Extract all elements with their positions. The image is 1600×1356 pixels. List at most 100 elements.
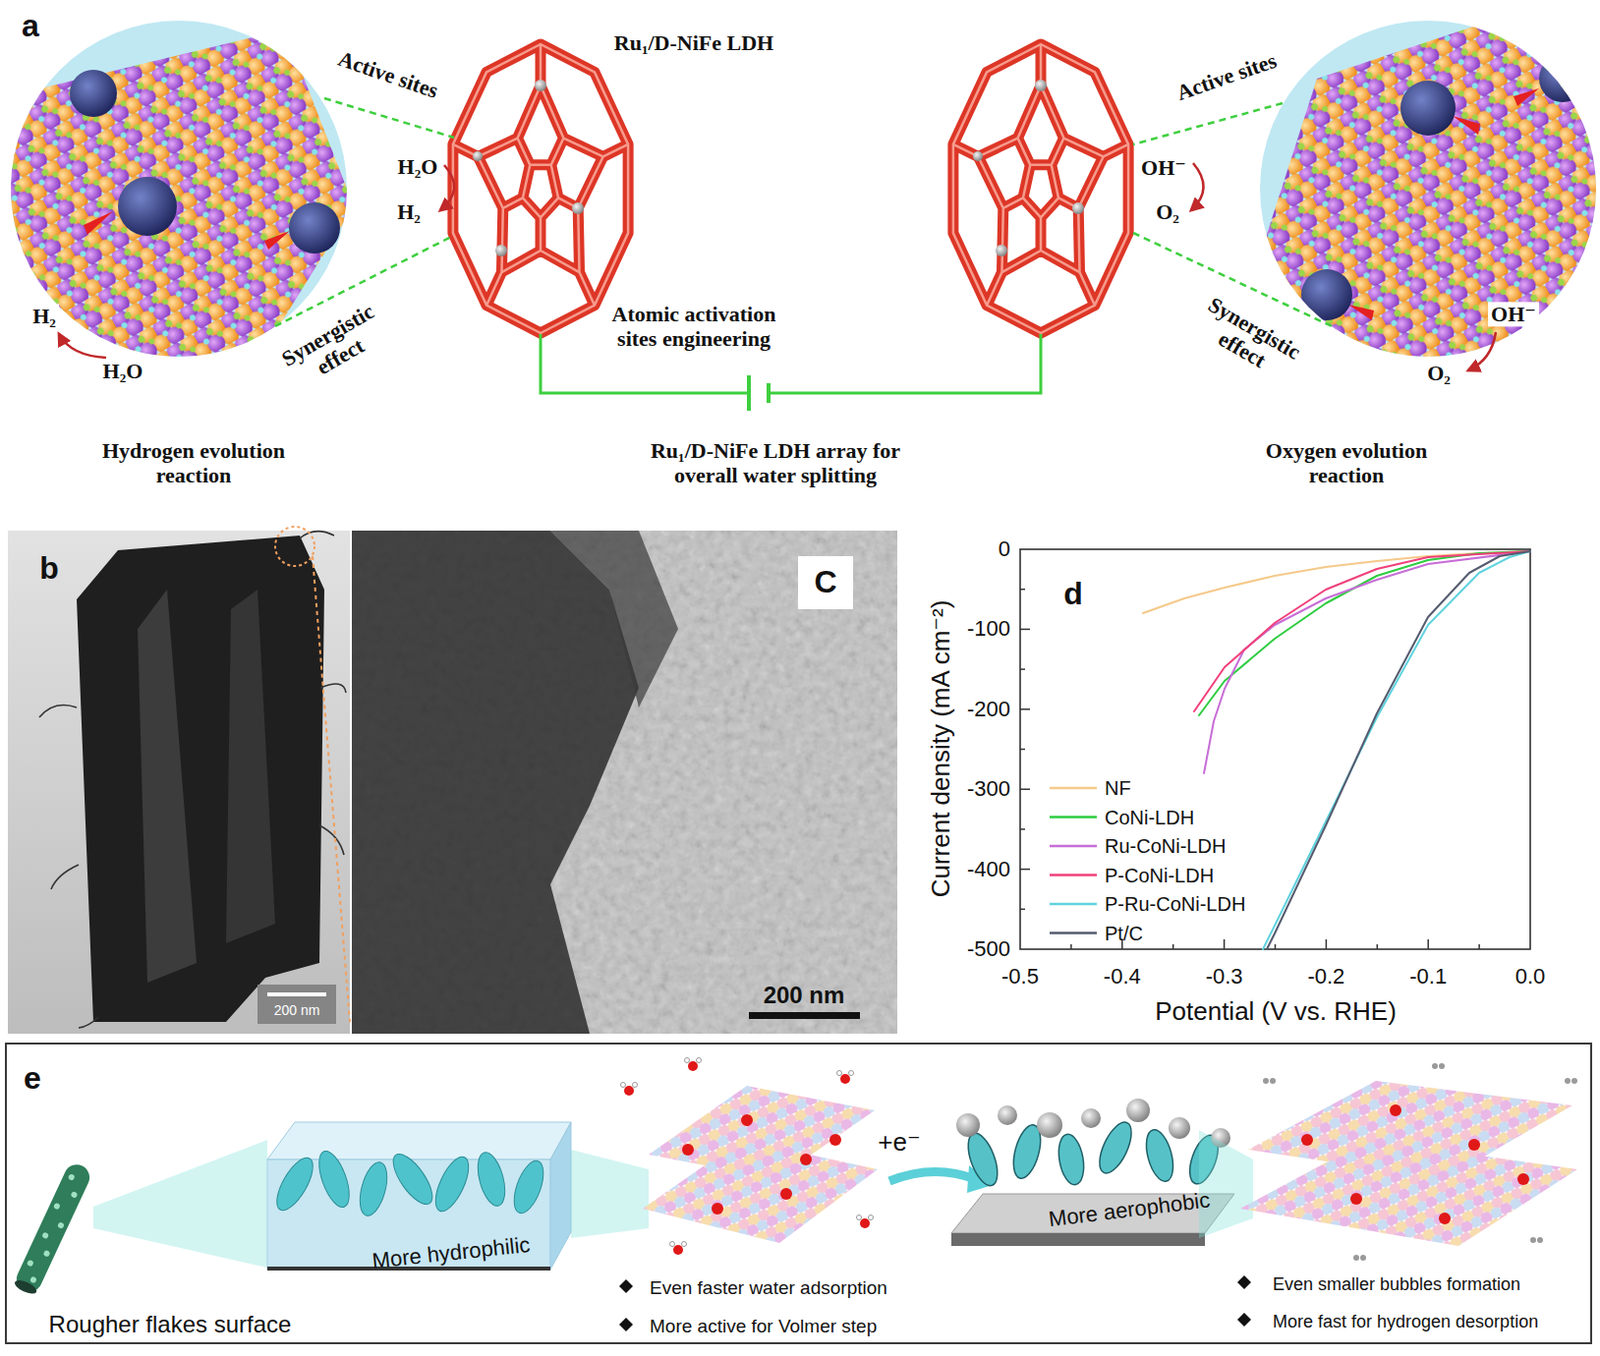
mechanism-illustration xyxy=(673,1245,684,1256)
tick-label: -400 xyxy=(967,857,1011,882)
mechanism-illustration xyxy=(1571,1078,1578,1085)
mechanism-illustration xyxy=(619,1317,633,1332)
mechanism-illustration xyxy=(1537,1237,1543,1244)
mechanism-illustration xyxy=(682,1114,842,1215)
tem-image-b xyxy=(226,589,276,944)
panel-letter: b xyxy=(39,550,59,587)
mechanism-illustration xyxy=(1237,1313,1252,1327)
lsv-chart xyxy=(1020,628,1030,631)
mechanism-illustration xyxy=(428,1152,475,1217)
mechanism-illustration xyxy=(997,1105,1018,1126)
species-label: H₂ xyxy=(397,199,421,225)
bullet-note: More fast for hydrogen desorption xyxy=(1272,1312,1539,1333)
mechanism-illustration xyxy=(12,1277,39,1297)
lsv-chart xyxy=(1020,828,1026,831)
oer-atomic-view xyxy=(1452,115,1481,135)
mechanism-illustration xyxy=(682,1242,687,1248)
lsv-chart xyxy=(1274,944,1277,950)
tem-image-c xyxy=(798,556,854,610)
oer-atomic-view xyxy=(1259,19,1600,364)
mechanism-illustration xyxy=(1301,1134,1314,1146)
mechanism-illustration xyxy=(800,1153,812,1166)
mechanism-illustration xyxy=(1360,1255,1367,1261)
mechanism-illustration xyxy=(840,1074,851,1085)
ldh-cage xyxy=(453,44,629,334)
tem-image-c xyxy=(351,530,898,1034)
lsv-chart xyxy=(1262,551,1531,950)
mechanism-illustration xyxy=(1237,1275,1252,1290)
lsv-chart xyxy=(1172,944,1175,950)
leader-line xyxy=(1133,103,1283,145)
species-label: OH⁻ xyxy=(1487,301,1540,327)
reaction-caption: Oxygen evolution reaction xyxy=(1238,438,1455,489)
mechanism-illustration xyxy=(829,1134,842,1146)
legend-label: CoNi-LDH xyxy=(1104,805,1195,829)
mechanism-illustration xyxy=(67,1173,76,1182)
mechanism-illustration xyxy=(685,1058,690,1064)
mechanism-illustration xyxy=(682,1143,694,1156)
mechanism-illustration xyxy=(1199,1130,1254,1239)
her-atomic-view xyxy=(69,69,341,254)
mechanism-illustration xyxy=(26,1259,35,1268)
circuit-wire xyxy=(540,334,1041,394)
mechanism-illustration xyxy=(267,1122,572,1160)
legend-sample xyxy=(1049,931,1097,935)
tem-image-b xyxy=(319,825,344,856)
lsv-chart xyxy=(1325,939,1328,950)
leader-line xyxy=(324,98,455,138)
tick-label: -0.5 xyxy=(1001,964,1039,989)
panel-letter: C xyxy=(813,564,837,601)
lsv-chart xyxy=(1020,549,1531,950)
mechanism-illustration xyxy=(837,1071,843,1077)
device-caption: Ru₁/D-NiFe LDH array for overall water s… xyxy=(632,438,918,489)
tick-label: -300 xyxy=(967,777,1011,802)
species-label: H₂O xyxy=(398,154,439,179)
mechanism-illustration xyxy=(270,1147,550,1219)
mechanism-illustration xyxy=(270,1152,321,1216)
bullet-note: More active for Volmer step xyxy=(649,1315,877,1338)
mechanism-illustration xyxy=(621,1083,627,1088)
mechanism-illustration xyxy=(12,1160,95,1297)
oer-atomic-view xyxy=(1513,88,1540,107)
bullet-note: Even faster water adsorption xyxy=(649,1277,888,1300)
mechanism-illustration xyxy=(670,1242,676,1248)
mechanism-illustration xyxy=(53,1202,61,1211)
her-atomic-view xyxy=(83,211,114,235)
mechanism-illustration xyxy=(962,1130,1004,1191)
tick-label: -0.4 xyxy=(1103,964,1142,989)
tem-image-c xyxy=(312,556,350,1023)
her-atomic-view xyxy=(117,176,177,236)
her-atomic-view xyxy=(69,69,117,117)
mechanism-illustration xyxy=(1262,1078,1269,1085)
legend-label: Ru-CoNi-LDH xyxy=(1104,835,1226,858)
tem-image-c xyxy=(550,530,679,708)
tick-label: 0.0 xyxy=(1515,964,1546,989)
legend-label: NF xyxy=(1104,777,1132,800)
lsv-chart xyxy=(1376,944,1379,950)
reaction-caption: Hydrogen evolution reaction xyxy=(85,438,302,489)
tem-image-c xyxy=(748,1012,860,1020)
mechanism-illustration xyxy=(642,1140,878,1244)
tick-label: -200 xyxy=(967,696,1011,722)
mechanism-illustration xyxy=(1438,1212,1451,1225)
tick-label: 0 xyxy=(998,536,1011,562)
mechanism-illustration xyxy=(619,1279,633,1294)
mechanism-illustration xyxy=(780,1188,793,1200)
panel-letter: a xyxy=(21,7,40,45)
axis-title: Current density (mA cm⁻²) xyxy=(926,600,957,899)
lsv-chart xyxy=(1203,551,1531,774)
mechanism-illustration xyxy=(386,1148,440,1211)
lsv-chart xyxy=(1020,549,1531,950)
tem-image-b xyxy=(257,984,337,1025)
mechanism-illustration xyxy=(1269,1078,1276,1085)
mechanism-illustration xyxy=(29,1275,38,1284)
callout-label: Active sites xyxy=(335,46,442,104)
tick-label: -0.1 xyxy=(1409,964,1447,989)
oer-atomic-view xyxy=(1400,80,1456,136)
mechanism-illustration xyxy=(1468,1139,1481,1151)
mechanism-illustration xyxy=(20,1173,86,1286)
callout-label: Active sites xyxy=(1173,48,1280,106)
callout-label: Synergistic effect xyxy=(1171,281,1324,399)
